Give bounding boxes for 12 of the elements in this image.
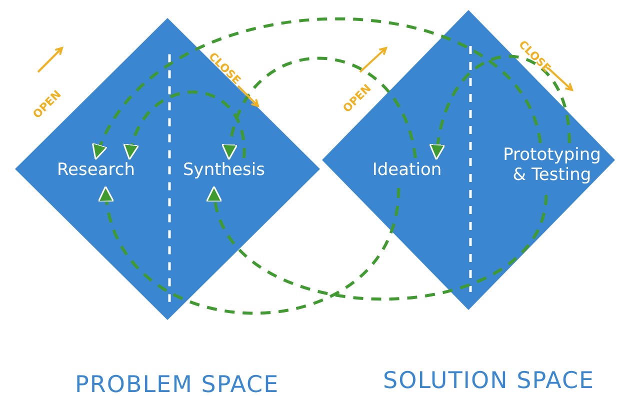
phase-label: Prototyping & Testing [502,145,602,185]
loop-arrow [100,186,400,315]
phase-label: Research [56,160,136,180]
loop-arrow [94,17,542,160]
loop-arrow [124,90,246,160]
phase-label: Synthesis [182,160,266,180]
phase-label: Ideation [371,160,443,180]
loop-arrow [222,56,417,160]
loop-arrow [208,186,548,301]
space-caption: PROBLEM SPACE [75,372,280,398]
space-caption: SOLUTION SPACE [383,368,595,394]
loop-arrow [430,54,571,160]
